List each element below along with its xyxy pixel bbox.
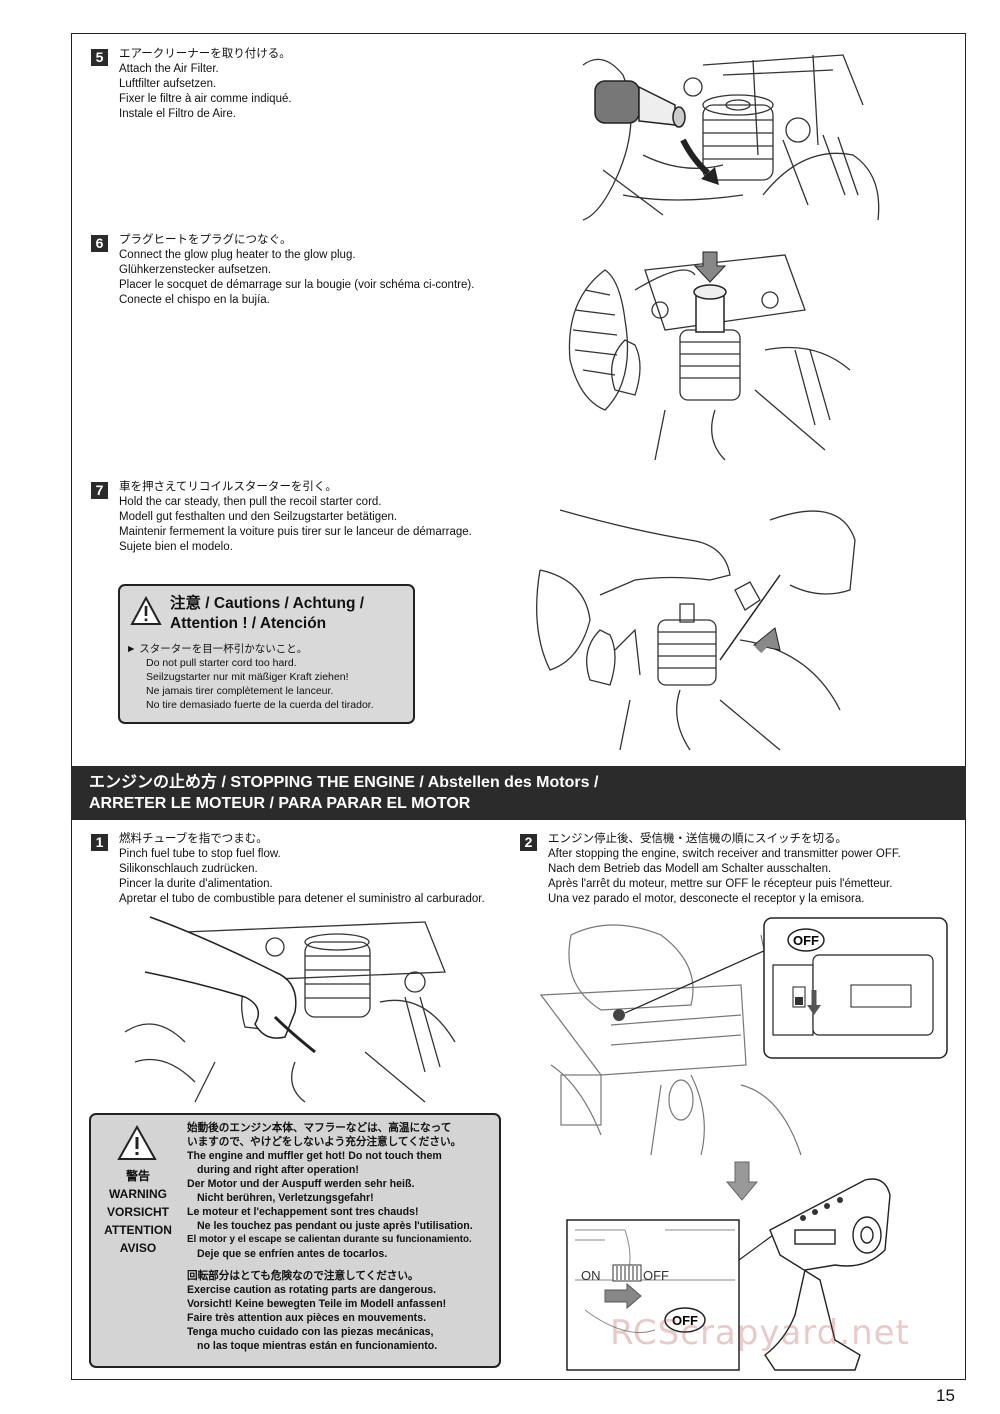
page-number: 15 (936, 1386, 955, 1405)
warning-hot-es-2: Deje que se enfríen antes de tocarlos. (197, 1248, 388, 1260)
transmitter-off-inline-label: OFF (643, 1268, 669, 1283)
step-text-ja: プラグヒートをプラグにつなぐ。 (119, 234, 292, 246)
step-text-en: After stopping the engine, switch receiv… (548, 848, 901, 860)
caution-title: 注意 / Cautions / Achtung / Attention ! / … (170, 594, 364, 634)
warning-label-de: VORSICHT (106, 1205, 169, 1219)
warning-hot-en-1: The engine and muffler get hot! Do not t… (187, 1150, 442, 1162)
caution-box: 注意 / Cautions / Achtung / Attention ! / … (118, 584, 415, 724)
step-text-de: Nach dem Betrieb das Modell am Schalter … (548, 863, 832, 875)
step-text-en: Attach the Air Filter. (119, 63, 219, 75)
step-text-en: Hold the car steady, then pull the recoi… (119, 496, 382, 508)
warning-label-ja: 警告 (125, 1169, 150, 1183)
step-text-ja: 燃料チューブを指でつまむ。 (119, 833, 268, 845)
step-text-fr: Maintenir fermement la voiture puis tire… (119, 526, 472, 538)
step-text-ja: エアークリーナーを取り付ける。 (119, 48, 291, 60)
step-text-de: Glühkerzenstecker aufsetzen. (119, 264, 272, 276)
transmitter-off-label: OFF (672, 1313, 698, 1328)
transmitter-on-label: ON (581, 1268, 601, 1283)
warning-hot-ja-2: いますので、やけどをしないよう充分注意してください。 (187, 1136, 462, 1148)
glow-plug-illustration (568, 251, 851, 461)
step-text-en: Connect the glow plug heater to the glow… (119, 249, 356, 261)
warning-rotating-fr: Faire très attention aux pièces en mouve… (187, 1312, 427, 1324)
step-text-es: Conecte el chispo en la bujía. (119, 294, 270, 306)
step-text-de: Luftfilter aufsetzen. (119, 78, 217, 90)
step-text-en: Pinch fuel tube to stop fuel flow. (119, 848, 281, 860)
warning-label-en: WARNING (109, 1187, 167, 1201)
warning-label-fr: ATTENTION (104, 1223, 172, 1237)
section-banner-stopping-engine: エンジンの止め方 / STOPPING THE ENGINE / Abstell… (71, 766, 966, 820)
banner-line1: エンジンの止め方 / STOPPING THE ENGINE / Abstell… (89, 774, 599, 791)
step-number: 1 (91, 834, 108, 851)
air-filter-illustration (582, 54, 880, 221)
caution-text-fr: Ne jamais tirer complètement le lanceur. (146, 685, 334, 697)
step-text-es: Una vez parado el motor, desconecte el r… (548, 893, 865, 905)
caution-text-de: Seilzugstarter nur mit mäßiger Kraft zie… (146, 671, 349, 683)
warning-rotating-es-1: Tenga mucho cuidado con las piezas mecán… (187, 1326, 434, 1338)
step-number: 7 (91, 482, 108, 499)
warning-rotating-de: Vorsicht! Keine bewegten Teile im Modell… (187, 1298, 447, 1310)
step-text-ja: エンジン停止後、受信機・送信機の順にスイッチを切る。 (548, 833, 847, 845)
receiver-off-label: OFF (793, 933, 819, 948)
step-text-de: Modell gut festhalten und den Seilzugsta… (119, 511, 398, 523)
step-text-es: Sujete bien el modelo. (119, 541, 233, 553)
pinch-fuel-tube-illustration (124, 916, 456, 1103)
warning-hot-fr-2: Ne les touchez pas pendant ou juste aprè… (197, 1220, 473, 1232)
step-text-ja: 車を押さえてリコイルスターターを引く。 (119, 481, 337, 493)
recoil-starter-illustration (536, 509, 856, 751)
warning-triangle-icon (130, 595, 162, 625)
warning-hot-en-2: during and right after operation! (197, 1164, 359, 1176)
receiver-switch-off-illustration: OFF (539, 917, 948, 1156)
warning-label-es: AVISO (119, 1241, 157, 1255)
warning-triangle-icon (117, 1124, 157, 1160)
warning-box: 警告 WARNING VORSICHT ATTENTION AVISO 始動後の… (89, 1113, 501, 1368)
watermark: RCScrapyard.net (610, 1313, 910, 1353)
down-arrow-icon (725, 1161, 759, 1201)
caution-title-line2: Attention ! / Atención (170, 615, 327, 632)
page-frame (71, 33, 966, 1380)
warning-hot-ja-1: 始動後のエンジン本体、マフラーなどは、高温になって (187, 1122, 452, 1134)
warning-hot-de-1: Der Motor und der Auspuff werden sehr he… (187, 1178, 415, 1190)
step-text-de: Silikonschlauch zudrücken. (119, 863, 258, 875)
warning-rotating-en: Exercise caution as rotating parts are d… (187, 1284, 437, 1296)
step-text-es: Apretar el tubo de combustible para dete… (119, 893, 485, 905)
step-number: 6 (91, 235, 108, 252)
step-text-fr: Après l'arrêt du moteur, mettre sur OFF … (548, 878, 893, 890)
warning-rotating-es-2: no las toque mientras están en funcionam… (197, 1340, 438, 1352)
caution-text-es: No tire demasiado fuerte de la cuerda de… (146, 699, 374, 711)
step-text-fr: Fixer le filtre à air comme indiqué. (119, 93, 292, 105)
step-text-fr: Placer le socquet de démarrage sur la bo… (119, 279, 475, 291)
warning-hot-de-2: Nicht berühren, Verletzungsgefahr! (197, 1192, 374, 1204)
caution-text-en: Do not pull starter cord too hard. (146, 657, 297, 669)
step-text-es: Instale el Filtro de Aire. (119, 108, 236, 120)
step-number: 5 (91, 49, 108, 66)
warning-rotating-ja: 回転部分はとても危険なので注意してください。 (187, 1270, 419, 1282)
banner-line2: ARRETER LE MOTEUR / PARA PARAR EL MOTOR (89, 795, 471, 812)
step-number: 2 (520, 834, 537, 851)
warning-hot-fr-1: Le moteur et l'echappement sont tres cha… (187, 1206, 419, 1218)
caution-bullet-ja: ► スターターを目一杯引かないこと。 (126, 643, 308, 655)
transmitter-switch-off-illustration: ON OFF OFF (566, 1178, 891, 1371)
caution-title-line1: 注意 / Cautions / Achtung / (170, 595, 365, 612)
step-text-fr: Pincer la durite d'alimentation. (119, 878, 273, 890)
warning-hot-es-1: El motor y el escape se calientan durant… (187, 1234, 472, 1245)
